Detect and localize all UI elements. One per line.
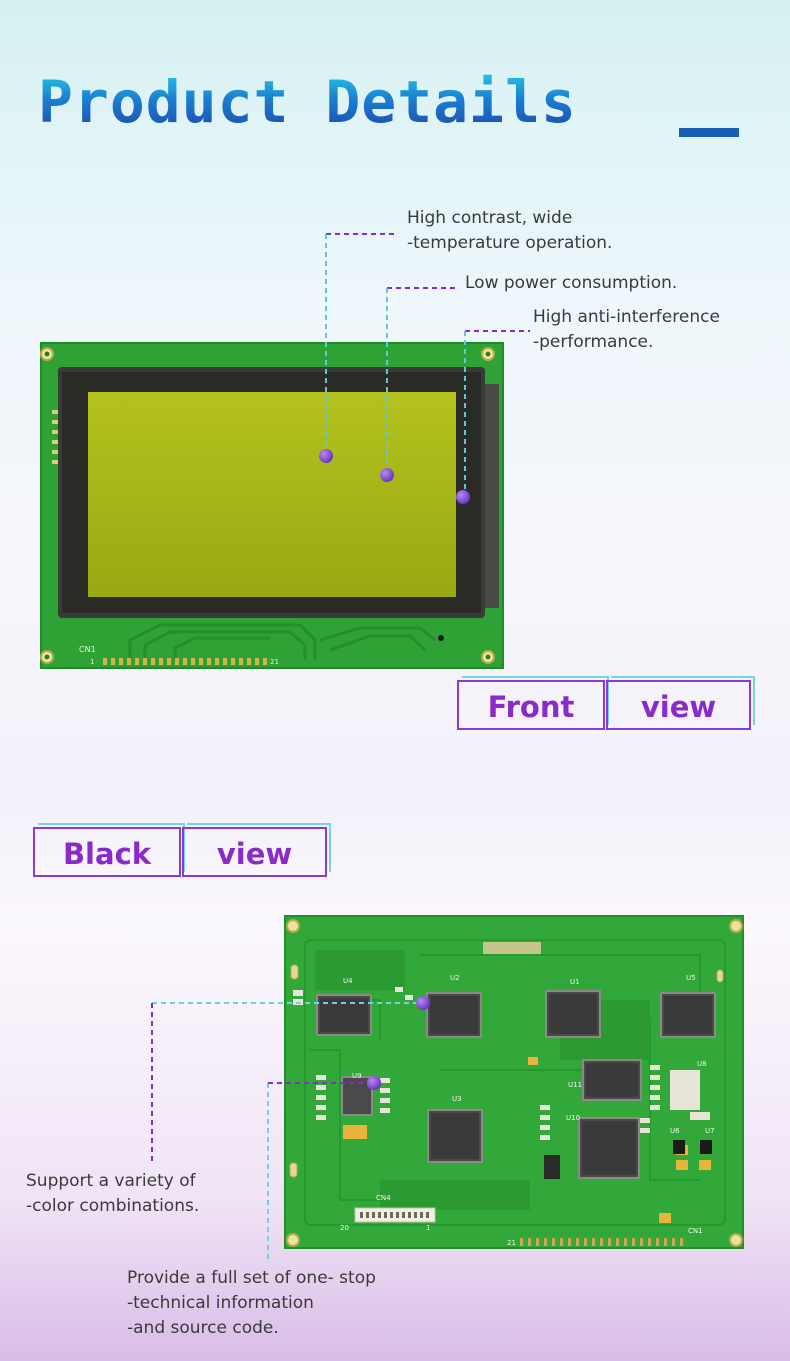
front-view-word-2: view	[640, 690, 717, 724]
front-connector-pins	[103, 658, 267, 665]
chip-label-u2: U2	[450, 974, 460, 982]
title-underline-bar	[679, 128, 739, 137]
front-callout-2: Low power consumption.	[465, 273, 678, 293]
back-view-word-2: view	[216, 837, 293, 871]
chip-label-u9: U9	[352, 1072, 362, 1080]
back-callout-2: Provide a full set of one- stop -technic…	[127, 1268, 376, 1338]
chip-label-u10: U10	[566, 1114, 580, 1122]
chip-label-u6: U6	[670, 1127, 680, 1135]
callout-2-dot	[380, 468, 394, 482]
back-connector-label: CN1	[688, 1227, 703, 1235]
front-callout-1: High contrast, wide -temperature operati…	[407, 208, 613, 253]
front-pin-end-label: 21	[270, 658, 279, 666]
back-connector-pins	[520, 1238, 683, 1246]
chip-label-u1: U1	[570, 978, 580, 986]
front-pcb-illustration: CN1 1 21	[40, 233, 530, 669]
lcd-screen	[88, 392, 456, 597]
page-title: Product Details	[38, 68, 577, 136]
chip-label-u5: U5	[686, 974, 696, 982]
chip-label-u3: U3	[452, 1095, 462, 1103]
back-chips	[316, 990, 716, 1179]
chip-label-u7: U7	[705, 1127, 715, 1135]
back-flex-connector	[354, 1207, 436, 1223]
front-callout-3: High anti-interference -performance.	[533, 307, 720, 352]
front-view-label-box-1: Front	[457, 676, 609, 730]
chip-label-u8: U8	[697, 1060, 707, 1068]
back-view-label-box-1: Black	[33, 823, 185, 877]
chip-label-u11: U11	[568, 1081, 582, 1089]
front-connector-label: CN1	[79, 645, 96, 654]
back-flex-pin-start: 20	[340, 1224, 349, 1232]
front-view-word-1: Front	[487, 690, 575, 724]
callout-3-dot	[456, 490, 470, 504]
back-view-label-box-2: view	[182, 823, 331, 877]
callout-1-dot	[319, 449, 333, 463]
front-view-label-box-2: view	[606, 676, 755, 730]
back-callout-1: Support a variety of -color combinations…	[26, 1171, 200, 1216]
chip-label-u4: U4	[343, 977, 353, 985]
back-flex-label: CN4	[376, 1194, 391, 1202]
back-callout-2-dot	[367, 1076, 381, 1090]
back-sticker	[483, 942, 541, 954]
front-pin-start-label: 1	[90, 658, 94, 666]
back-view-word-1: Black	[62, 837, 152, 871]
back-pcb-board	[285, 916, 743, 1248]
back-flex-pin-end: 1	[426, 1224, 430, 1232]
back-callout-1-dot	[416, 996, 430, 1010]
back-pin-start-label: 21	[507, 1239, 516, 1247]
